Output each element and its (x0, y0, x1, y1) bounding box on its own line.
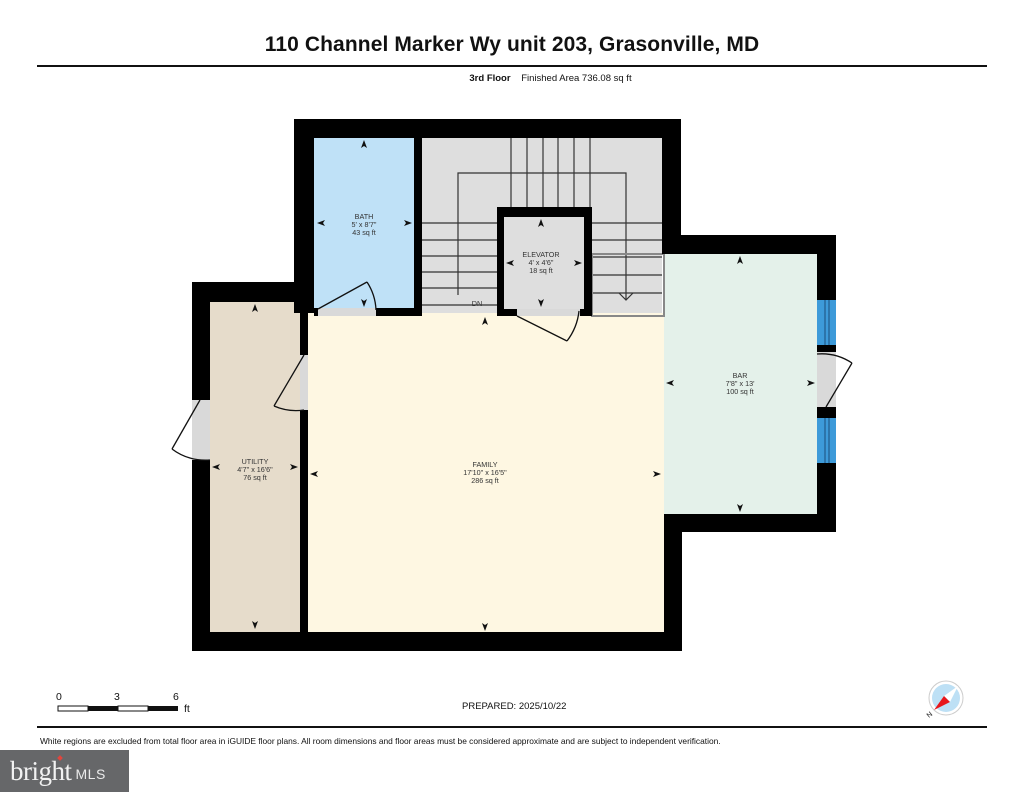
floor-summary: 3rd Floor Finished Area 736.08 sq ft (0, 73, 1024, 84)
room-bar[interactable] (664, 254, 817, 514)
stair-treads (422, 138, 662, 306)
title-divider (37, 65, 987, 67)
bar-dims: 7'8" x 13' (726, 379, 756, 388)
elevator-name: ELEVATOR (522, 250, 559, 259)
room-utility[interactable] (210, 302, 302, 632)
scale-tick-0: 0 (56, 691, 62, 703)
compass-icon: N (926, 680, 964, 720)
finished-area: Finished Area 736.08 sq ft (521, 73, 632, 84)
bright-mls-logo: bright MLS (0, 750, 129, 792)
scale-tick-3: 3 (114, 691, 120, 703)
elevator-dims: 4' x 4'6" (529, 258, 554, 267)
floor-label: 3rd Floor (469, 73, 511, 84)
utility-name: UTILITY (242, 457, 269, 466)
north-label: N (926, 711, 934, 720)
scale-tick-6: 6 (173, 691, 179, 703)
windows[interactable] (817, 300, 836, 463)
bath-area: 43 sq ft (352, 228, 376, 237)
utility-dims: 4'7" x 16'6" (237, 465, 273, 474)
bath-name: BATH (355, 212, 374, 221)
bar-area: 100 sq ft (726, 387, 754, 396)
scale-unit: ft (184, 703, 190, 715)
family-area: 286 sq ft (471, 476, 499, 485)
bath-dims: 5' x 8'7" (352, 220, 377, 229)
room-elevator[interactable] (504, 217, 584, 309)
scale-bar (57, 705, 178, 712)
logo-suffix: MLS (75, 766, 106, 782)
logo-brand: bright (10, 755, 72, 786)
page-title: 110 Channel Marker Wy unit 203, Grasonvi… (264, 33, 760, 56)
bar-name: BAR (733, 371, 748, 380)
footer-divider (37, 726, 987, 728)
family-name: FAMILY (472, 460, 497, 469)
elevator-area: 18 sq ft (529, 266, 553, 275)
disclaimer: White regions are excluded from total fl… (40, 736, 721, 746)
door-swings[interactable] (171, 281, 853, 461)
dimension-markers (212, 140, 815, 631)
family-dims: 17'10" x 16'5" (463, 468, 507, 477)
prepared-date: PREPARED: 2025/10/22 (462, 701, 567, 712)
utility-area: 76 sq ft (243, 473, 267, 482)
door-openings (192, 308, 836, 460)
room-family[interactable] (302, 313, 664, 632)
stairs-down-label: DN (472, 299, 482, 308)
